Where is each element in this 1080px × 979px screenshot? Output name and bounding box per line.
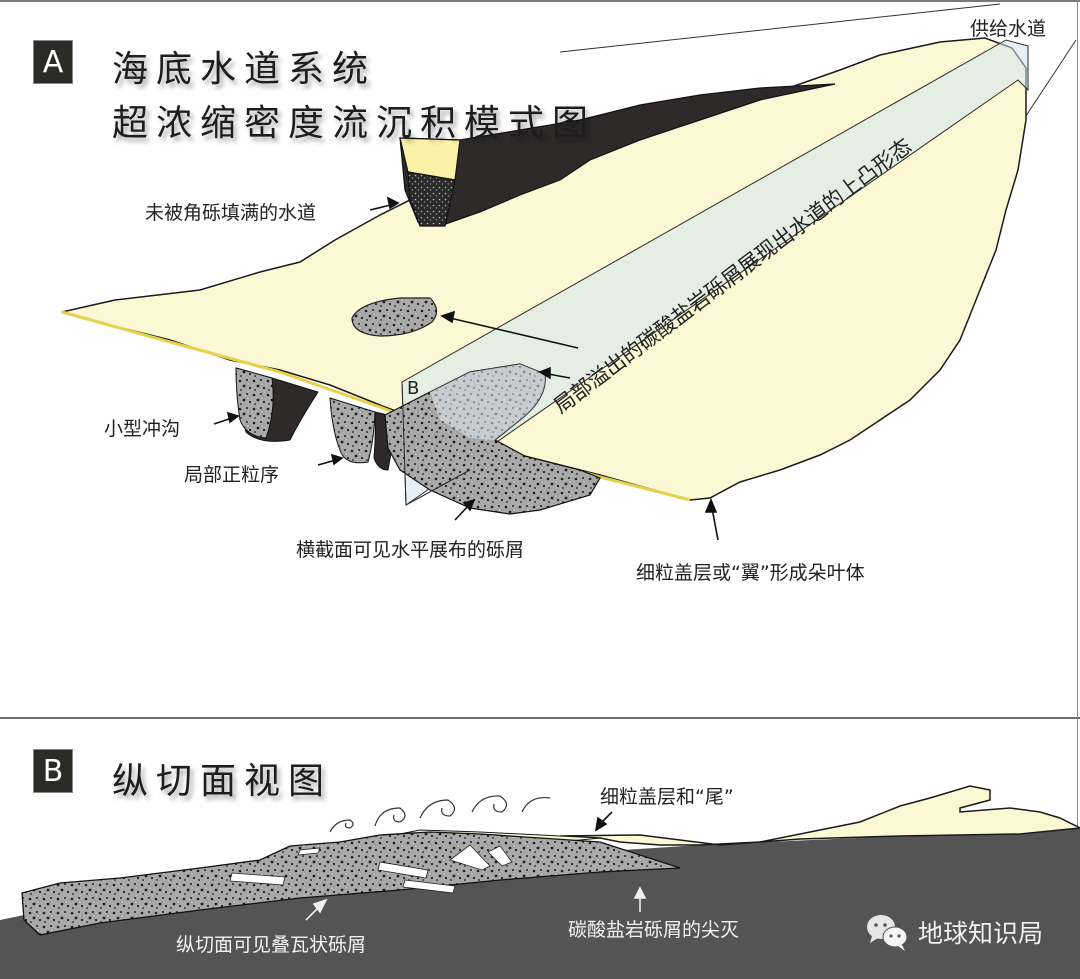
label-small-scours: 小型冲沟	[104, 418, 181, 440]
label-fine-cap-tail: 细粒盖层和“尾”	[600, 786, 734, 808]
label-unfilled-channel: 未被角砾填满的水道	[145, 202, 317, 224]
label-pinch-out: 碳酸盐岩砾屑的尖灭	[568, 919, 740, 941]
label-imbricated-clasts: 纵切面可见叠瓦状砾屑	[176, 934, 367, 956]
panel-divider	[0, 717, 1080, 719]
label-fine-cap-wings: 细粒盖层或“翼”形成朵叶体	[636, 562, 865, 584]
panel-a-title-line2: 超浓缩密度流沉积模式图	[112, 103, 597, 144]
top-border	[0, 0, 1080, 2]
basement	[0, 828, 1080, 979]
panel-a-title-line1: 海底水道系统	[112, 49, 377, 90]
wechat-icon	[867, 915, 908, 951]
outcrop-breccia	[351, 297, 438, 337]
longitudinal-breccia	[21, 831, 681, 936]
panel-b-title: 纵切面视图	[112, 761, 333, 802]
right-border	[1077, 0, 1078, 979]
watermark-text: 地球知识局	[918, 919, 1044, 948]
panel-b-badge: B	[33, 749, 73, 793]
label-horizontal-clasts: 横截面可见水平展布的砾屑	[296, 539, 525, 561]
label-normal-grading: 局部正粒序	[184, 464, 280, 486]
label-supply-channel: 供给水道	[970, 18, 1047, 40]
section-b-marker: B	[407, 378, 420, 399]
panel-a-badge: A	[33, 40, 73, 84]
watermark: 地球知识局	[864, 912, 1043, 952]
